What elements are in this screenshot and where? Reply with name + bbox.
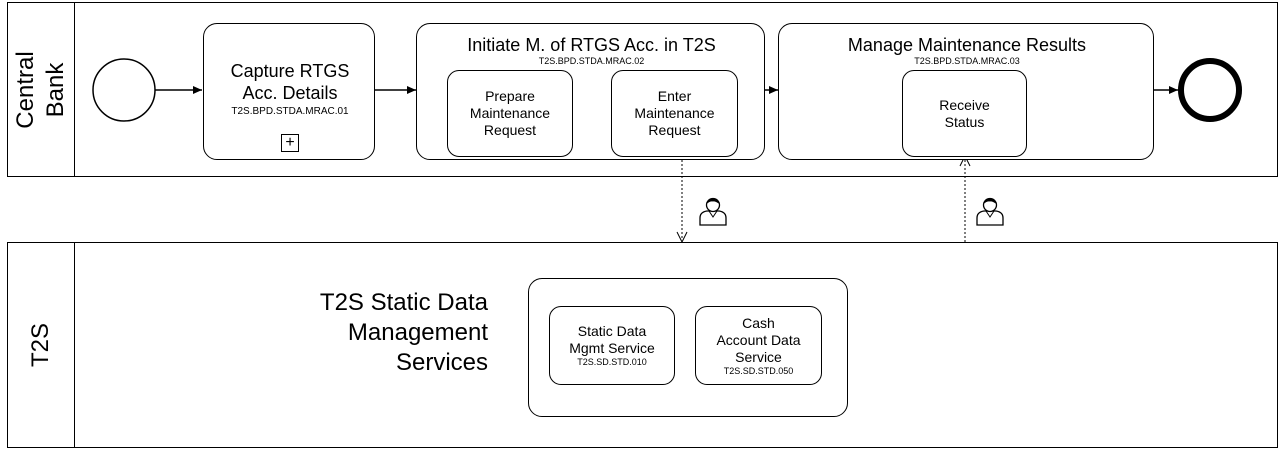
enter-maintenance-request-subtask[interactable]: Enter Maintenance Request bbox=[611, 70, 738, 157]
manage-task-code: T2S.BPD.STDA.MRAC.03 bbox=[914, 56, 1020, 66]
cash-account-data-service[interactable]: Cash Account Data Service T2S.SD.STD.050 bbox=[695, 306, 822, 385]
capture-task-code: T2S.BPD.STDA.MRAC.01 bbox=[231, 106, 349, 117]
end-event-icon bbox=[1178, 58, 1242, 122]
user-icon bbox=[976, 197, 1004, 226]
static-data-mgmt-service[interactable]: Static Data Mgmt Service T2S.SD.STD.010 bbox=[549, 306, 675, 385]
prepare-maintenance-request-subtask[interactable]: Prepare Maintenance Request bbox=[447, 70, 573, 157]
initiate-task-title: Initiate M. of RTGS Acc. in T2S bbox=[467, 35, 716, 55]
t2s-lane-label: T2S bbox=[7, 242, 75, 448]
message-flow-request-arrow bbox=[676, 231, 688, 244]
static-data-service-code: T2S.SD.STD.010 bbox=[577, 357, 647, 367]
services-title: T2S Static Data Management Services bbox=[319, 289, 488, 376]
capture-rtgs-task[interactable]: Capture RTGS Acc. Details T2S.BPD.STDA.M… bbox=[203, 23, 375, 160]
manage-task-title: Manage Maintenance Results bbox=[847, 35, 1087, 55]
cash-account-service-code: T2S.SD.STD.050 bbox=[723, 365, 794, 376]
receive-status-subtask[interactable]: Receive Status bbox=[902, 70, 1027, 157]
initiate-task-code: T2S.BPD.STDA.MRAC.02 bbox=[538, 56, 645, 66]
capture-task-title-line2: Acc. Details bbox=[242, 83, 338, 103]
start-event-icon bbox=[92, 58, 156, 122]
central-bank-lane-label: Central Bank bbox=[7, 2, 75, 177]
capture-task-title-line1: Capture RTGS bbox=[230, 61, 350, 81]
subprocess-expand-icon[interactable]: + bbox=[281, 134, 299, 152]
user-icon bbox=[699, 197, 727, 226]
